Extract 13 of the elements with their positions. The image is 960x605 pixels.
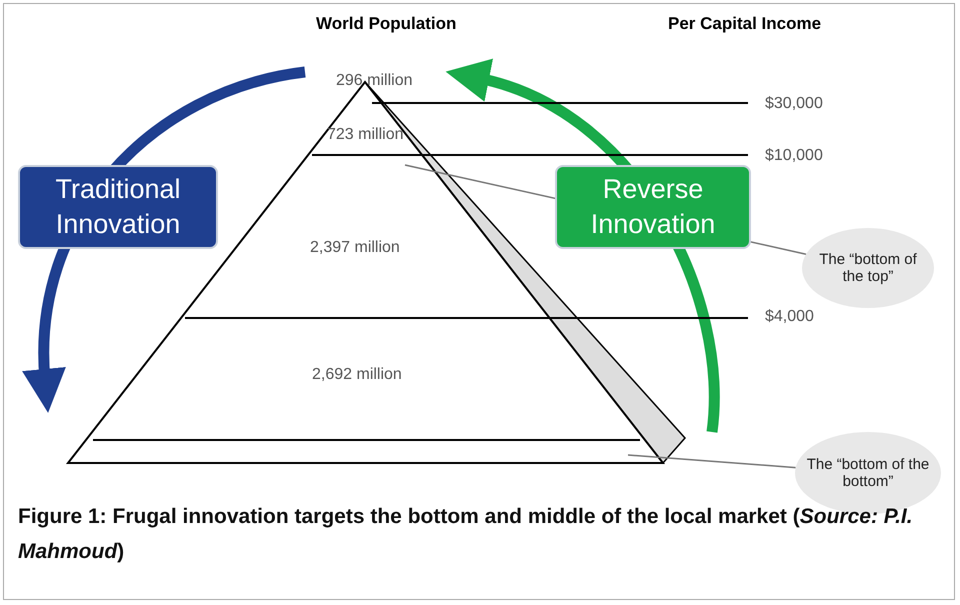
population-label: 2,692 million <box>312 366 402 384</box>
income-label: $30,000 <box>765 95 823 113</box>
population-label: 2,397 million <box>310 239 400 257</box>
column-heading: Per Capital Income <box>668 14 822 34</box>
process-box: Reverse Innovation <box>555 165 751 249</box>
population-label: 723 million <box>327 126 404 144</box>
callout-ellipse: The “bottom of the top” <box>802 228 934 308</box>
process-box: Traditional Innovation <box>18 165 218 249</box>
leader-line <box>628 454 796 468</box>
column-heading: World Population <box>316 14 456 34</box>
income-label: $10,000 <box>765 147 823 165</box>
population-label: 296 million <box>336 72 412 90</box>
income-label: $4,000 <box>765 308 814 326</box>
